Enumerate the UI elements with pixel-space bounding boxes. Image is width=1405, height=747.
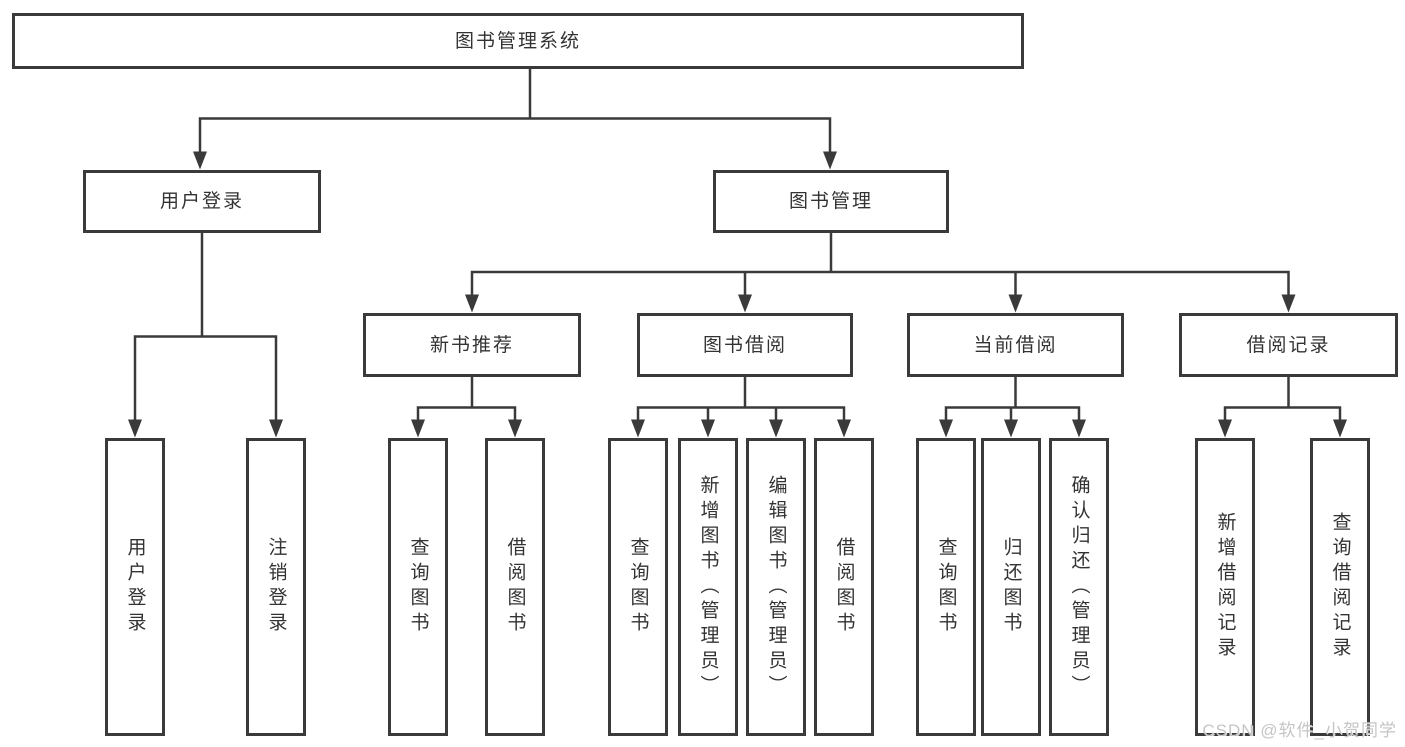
node-return-books: 归还图书: [981, 438, 1041, 736]
node-confirm-return-admin: 确认归还（管理员）: [1049, 438, 1109, 736]
node-query-borrow-record: 查询借阅记录: [1310, 438, 1370, 736]
node-borrow-books-borrow: 借阅图书: [814, 438, 874, 736]
node-add-book-admin: 新增图书（管理员）: [678, 438, 738, 736]
node-current-borrow: 当前借阅: [907, 313, 1124, 377]
node-query-books-recommend: 查询图书: [388, 438, 448, 736]
node-edit-book-admin: 编辑图书（管理员）: [746, 438, 806, 736]
node-borrow-records: 借阅记录: [1179, 313, 1398, 377]
connector-book-borrow-to-leaves: [636, 375, 846, 423]
connector-current-borrow-to-leaves: [944, 375, 1081, 423]
node-user-login-group: 用户登录: [83, 170, 321, 233]
node-add-borrow-record: 新增借阅记录: [1195, 438, 1255, 736]
connector-borrow-records-to-leaves: [1223, 375, 1342, 423]
node-logout: 注销登录: [246, 438, 306, 736]
node-book-management: 图书管理: [713, 170, 949, 233]
node-query-books-borrow: 查询图书: [608, 438, 668, 736]
connector-root-to-level2: [198, 67, 832, 155]
connector-user-login-to-leaves: [133, 231, 278, 423]
connector-new-book-recommend-to-leaves: [416, 375, 517, 423]
node-user-login: 用户登录: [105, 438, 165, 736]
csdn-watermark: CSDN @软件_小贺同学: [1202, 721, 1397, 740]
node-query-books-current: 查询图书: [916, 438, 976, 736]
node-book-borrow: 图书借阅: [637, 313, 853, 377]
node-new-book-recommend: 新书推荐: [363, 313, 581, 377]
node-library-management-system: 图书管理系统: [12, 13, 1024, 69]
arrowheads: [128, 151, 1347, 438]
node-borrow-books-recommend: 借阅图书: [485, 438, 545, 736]
connector-book-management-to-level3: [470, 231, 1290, 299]
